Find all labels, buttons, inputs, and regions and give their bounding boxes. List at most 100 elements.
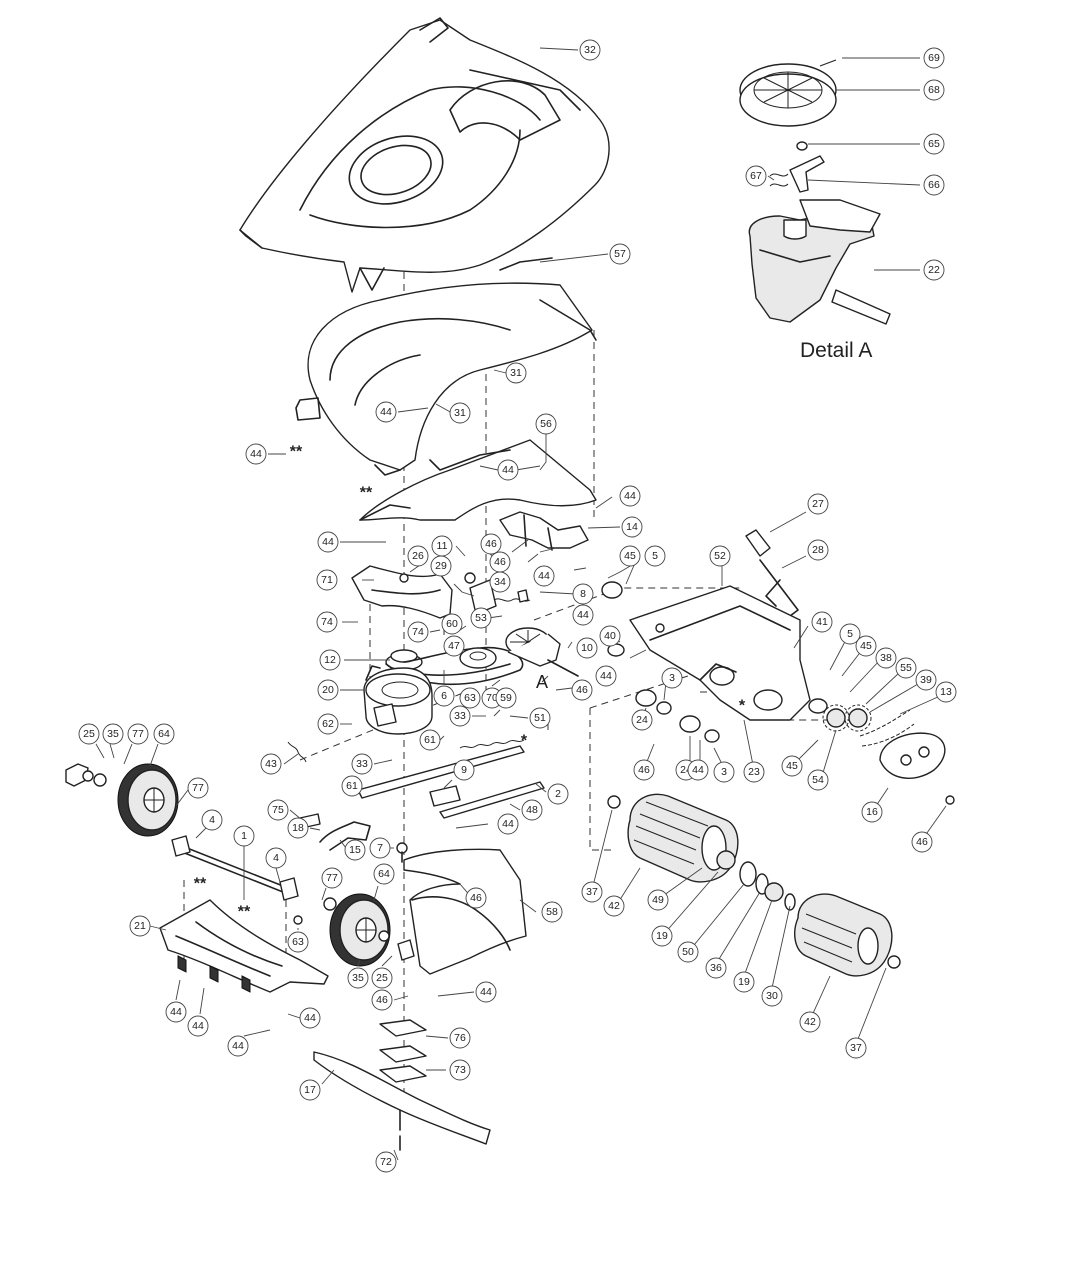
callout-number: 45	[786, 760, 798, 772]
callout-bubble	[441, 613, 463, 635]
callout-number: 23	[748, 766, 760, 778]
callout-number: 64	[378, 868, 390, 880]
callout-20: 20	[317, 679, 339, 701]
callout-number: 14	[626, 521, 638, 533]
callout-44: 44	[595, 665, 617, 687]
callout-29: 29	[430, 555, 452, 577]
callout-bubble	[807, 539, 829, 561]
callout-63: 63	[459, 687, 481, 709]
callout-73: 73	[449, 1059, 471, 1081]
callout-number: 44	[322, 536, 334, 548]
callout-bubble	[579, 39, 601, 61]
callout-62: 62	[317, 713, 339, 735]
callout-number: 63	[292, 936, 304, 948]
callout-bubble	[407, 621, 429, 643]
callout-bubble	[521, 799, 543, 821]
callout-number: 44	[250, 448, 262, 460]
callout-bubble	[599, 625, 621, 647]
callout-46: 46	[489, 551, 511, 573]
callout-bubble	[745, 165, 767, 187]
callout-8: 8	[572, 583, 594, 605]
callout-bubble	[201, 809, 223, 831]
callout-26: 26	[407, 545, 429, 567]
callout-number: 46	[470, 892, 482, 904]
callout-bubble	[687, 759, 709, 781]
callout-bubble	[733, 971, 755, 993]
callout-60: 60	[441, 613, 463, 635]
callout-number: 54	[812, 774, 824, 786]
callout-number: 44	[624, 490, 636, 502]
double-asterisk-mark: **	[290, 444, 303, 461]
callout-56: 56	[535, 413, 557, 435]
callout-number: 73	[454, 1064, 466, 1076]
callout-number: 52	[714, 550, 726, 562]
callout-3: 3	[661, 667, 683, 689]
callout-33: 33	[449, 705, 471, 727]
callout-number: 39	[920, 674, 932, 686]
callout-44: 44	[619, 485, 641, 507]
callout-58: 58	[541, 901, 563, 923]
callout-47: 47	[443, 635, 465, 657]
rear-guard-part-58	[403, 848, 527, 975]
callout-50: 50	[677, 941, 699, 963]
callout-52: 52	[709, 545, 731, 567]
callout-23: 23	[743, 761, 765, 783]
callout-number: 44	[502, 464, 514, 476]
callout-64: 64	[373, 863, 395, 885]
callout-bubble	[371, 967, 393, 989]
callout-number: 7	[377, 842, 383, 854]
callout-bubble	[923, 47, 945, 69]
callout-28: 28	[807, 539, 829, 561]
callout-bubble	[153, 723, 175, 745]
callout-71: 71	[316, 569, 338, 591]
callout-number: 36	[710, 962, 722, 974]
callout-number: 32	[584, 44, 596, 56]
callout-number: 21	[134, 920, 146, 932]
callout-69: 69	[923, 47, 945, 69]
callout-bubble	[547, 783, 569, 805]
callout-number: 11	[437, 540, 448, 552]
callout-bubble	[187, 777, 209, 799]
callout-44: 44	[375, 401, 397, 423]
callout-number: 53	[475, 612, 487, 624]
callout-number: 58	[546, 906, 558, 918]
callout-number: 1	[241, 830, 247, 842]
callout-number: 26	[412, 550, 424, 562]
callout-bubble	[260, 753, 282, 775]
belt-cover-part-71	[351, 565, 453, 619]
callout-number: 59	[500, 692, 512, 704]
callout-number: 76	[454, 1032, 466, 1044]
callout-68: 68	[923, 79, 945, 101]
callout-number: 24	[680, 764, 692, 776]
callout-bubble	[705, 957, 727, 979]
callout-number: 9	[461, 764, 467, 776]
callout-bubble	[529, 707, 551, 729]
callout-74: 74	[407, 621, 429, 643]
callout-bubble	[165, 1001, 187, 1023]
callout-bubble	[127, 723, 149, 745]
callout-38: 38	[875, 647, 897, 669]
callout-bubble	[369, 837, 391, 859]
callout-number: 3	[669, 672, 675, 684]
callout-44: 44	[227, 1035, 249, 1057]
callout-number: 15	[349, 844, 361, 856]
callout-bubble	[603, 895, 625, 917]
callout-64: 64	[153, 723, 175, 745]
callout-bubble	[923, 174, 945, 196]
callout-13: 13	[935, 681, 957, 703]
callout-44: 44	[165, 1001, 187, 1023]
callout-bubble	[535, 413, 557, 435]
callout-bubble	[875, 647, 897, 669]
callout-bubble	[541, 901, 563, 923]
callout-bubble	[449, 705, 471, 727]
callout-bubble	[621, 516, 643, 538]
callout-number: 13	[940, 686, 952, 698]
callout-bubble	[433, 685, 455, 707]
callout-number: 18	[292, 822, 304, 834]
detail-pointer-letter: A	[536, 672, 548, 692]
callout-number: 46	[494, 556, 506, 568]
bracket-part-14	[499, 511, 589, 551]
callout-number: 38	[880, 652, 892, 664]
callout-51: 51	[529, 707, 551, 729]
callout-77: 77	[321, 867, 343, 889]
